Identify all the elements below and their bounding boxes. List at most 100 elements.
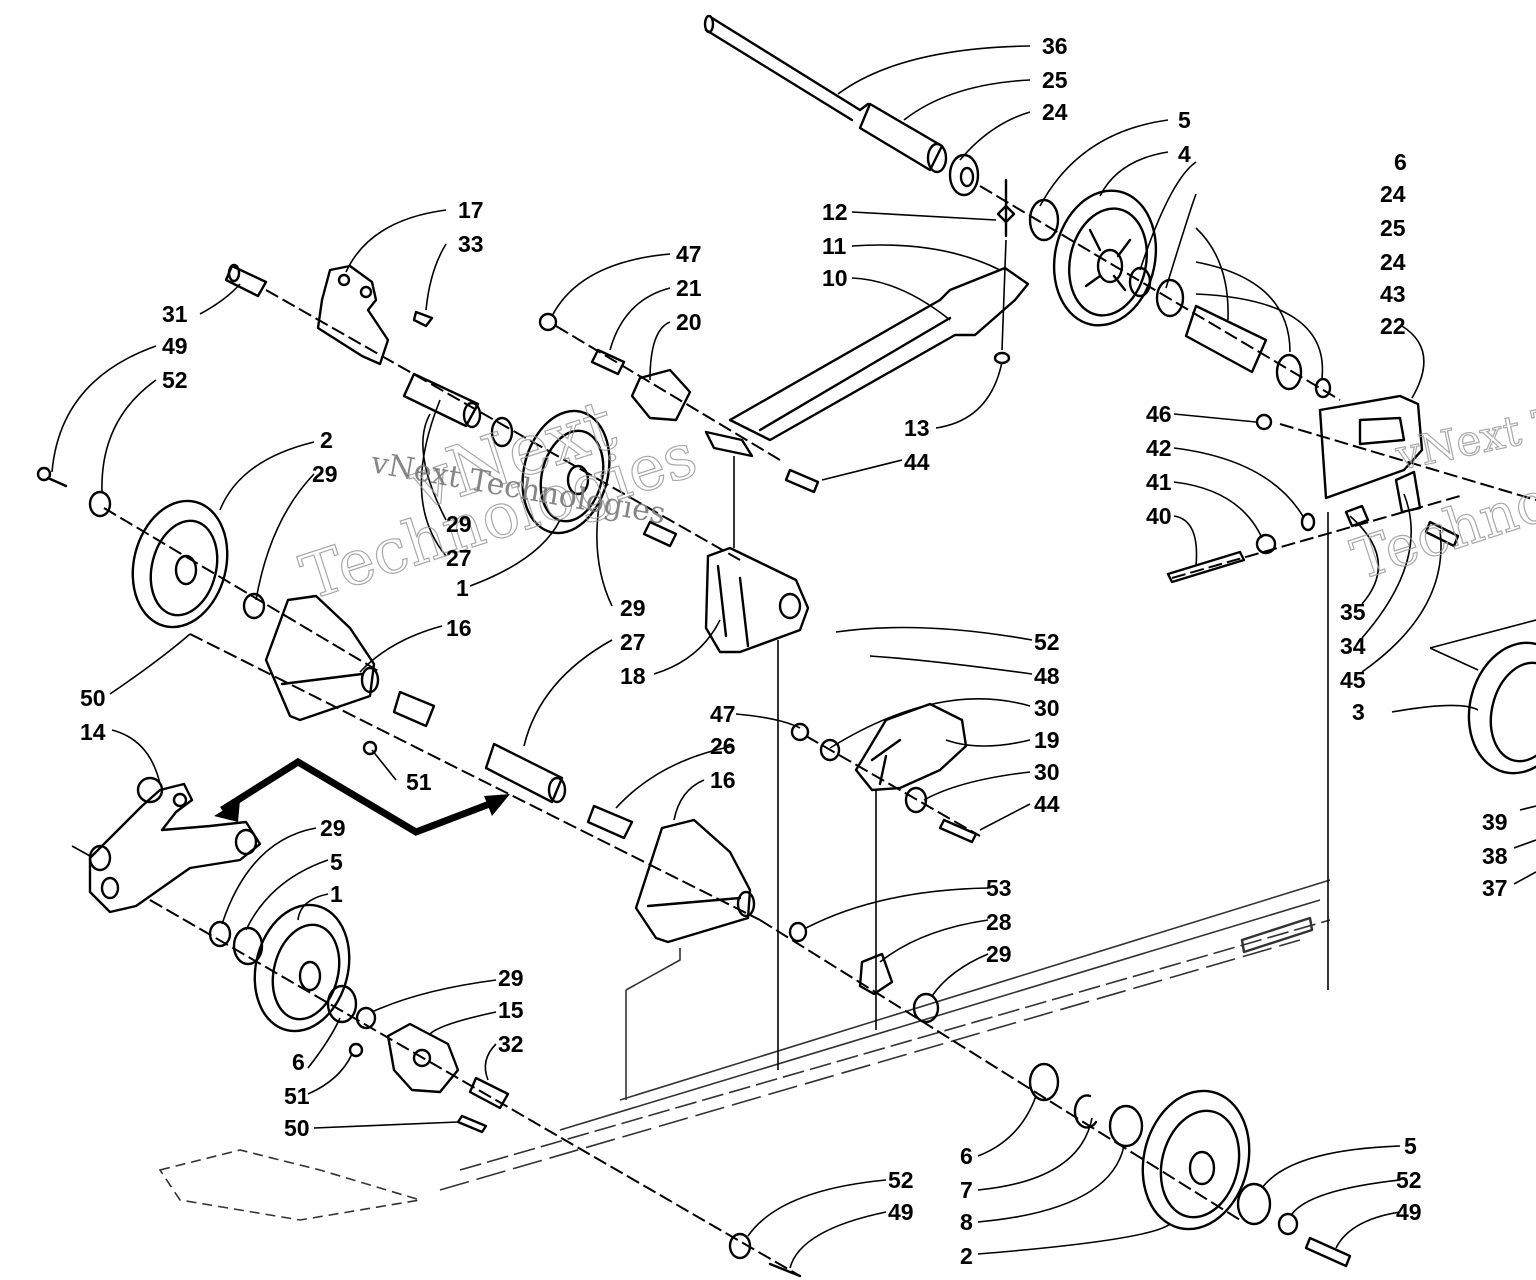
- callout-label: 27: [446, 545, 472, 571]
- callout-label: 28: [986, 909, 1012, 935]
- callout-label: 51: [406, 769, 432, 795]
- wheel-part: [1028, 189, 1332, 399]
- bracket-part: [224, 263, 434, 366]
- callout-label: 44: [1034, 791, 1060, 817]
- callout-label: 45: [1340, 667, 1366, 693]
- callout-label: 5: [330, 849, 343, 875]
- callout-label: 17: [458, 197, 484, 223]
- block-part: [538, 312, 820, 494]
- callout-label: 52: [1396, 1167, 1422, 1193]
- callout-label: 14: [80, 719, 106, 745]
- callout-label: 22: [1380, 313, 1406, 339]
- callout-label: 29: [498, 965, 524, 991]
- callout-label: 52: [888, 1167, 914, 1193]
- callout-label: 29: [986, 941, 1012, 967]
- callout-label: 53: [986, 875, 1012, 901]
- callout-label: 11: [822, 233, 847, 259]
- callout-label: 30: [1034, 695, 1060, 721]
- callout-label: 46: [1146, 401, 1172, 427]
- support-part: [264, 594, 380, 722]
- callout-label: 35: [1340, 599, 1366, 625]
- tube-part: [362, 690, 634, 840]
- callout-label: 26: [710, 733, 736, 759]
- plate-part: [1166, 394, 1536, 990]
- block-part: [348, 1022, 510, 1134]
- wheel-part: [208, 903, 377, 1033]
- callout-label: 7: [960, 1177, 973, 1203]
- callout-label: 33: [458, 231, 484, 257]
- direction-arrow: [214, 757, 510, 836]
- callout-label: 27: [620, 629, 646, 655]
- callout-label: 29: [320, 815, 346, 841]
- callout-labels: 36 25 24 5 4 6 24 25 24 43 22 12 11 10 1…: [80, 33, 1508, 1269]
- bushing-part: [858, 102, 948, 174]
- callout-label: 40: [1146, 503, 1172, 529]
- watermark-text: vNext Te: [1391, 393, 1536, 480]
- callout-label: 16: [710, 767, 736, 793]
- callout-label: 41: [1146, 469, 1172, 495]
- callout-label: 29: [446, 511, 472, 537]
- callout-label: 44: [904, 449, 930, 475]
- callout-label: 30: [1034, 759, 1060, 785]
- watermark-text: Techno: [1344, 469, 1536, 594]
- callout-label: 6: [292, 1049, 305, 1075]
- callout-label: 29: [312, 461, 338, 487]
- callout-label: 49: [1396, 1199, 1422, 1225]
- callout-label: 21: [676, 275, 702, 301]
- washer-part: [948, 153, 980, 197]
- callout-label: 50: [80, 685, 106, 711]
- callout-label: 51: [284, 1083, 310, 1109]
- callout-label: 50: [284, 1115, 310, 1141]
- callout-label: 42: [1146, 435, 1172, 461]
- callout-label: 15: [498, 997, 524, 1023]
- callout-label: 25: [1380, 215, 1406, 241]
- clip-part: [788, 921, 940, 1024]
- callout-label: 38: [1482, 843, 1508, 869]
- tube-part: [402, 372, 514, 448]
- support-part: [634, 818, 756, 944]
- callout-label: 10: [822, 265, 848, 291]
- callout-label: 20: [676, 309, 702, 335]
- callout-label: 49: [888, 1199, 914, 1225]
- callout-label: 52: [162, 367, 188, 393]
- callout-label: 4: [1178, 141, 1191, 167]
- callout-label: 49: [162, 333, 188, 359]
- callout-label: 43: [1380, 281, 1406, 307]
- callout-label: 39: [1482, 809, 1508, 835]
- callout-label: 29: [620, 595, 646, 621]
- arm-part: [71, 776, 262, 914]
- callout-label: 47: [710, 701, 736, 727]
- callout-label: 19: [1034, 727, 1060, 753]
- callout-label: 3: [1352, 699, 1365, 725]
- callout-label: 8: [960, 1209, 973, 1235]
- bracket-part: [704, 456, 810, 1070]
- callout-label: 1: [456, 575, 469, 601]
- washer-part: [728, 1232, 802, 1278]
- arm-part: [704, 266, 1030, 458]
- callout-label: 24: [1380, 249, 1406, 275]
- callout-label: 13: [904, 415, 930, 441]
- callout-label: 16: [446, 615, 472, 641]
- callout-label: 5: [1404, 1133, 1417, 1159]
- callout-label: 1: [330, 881, 343, 907]
- callout-label: 18: [620, 663, 646, 689]
- leader-lines: [51, 45, 1536, 1269]
- callout-label: 48: [1034, 663, 1060, 689]
- callout-label: 32: [498, 1031, 524, 1057]
- shaft-part: [703, 14, 870, 122]
- rail-part: [158, 879, 1331, 1221]
- callout-label: 6: [960, 1143, 973, 1169]
- callout-label: 24: [1042, 99, 1068, 125]
- wheel-part: [1429, 619, 1536, 775]
- wheel-part: [36, 466, 266, 629]
- callout-label: 12: [822, 199, 848, 225]
- callout-label: 5: [1178, 107, 1191, 133]
- pin-part: [642, 520, 678, 548]
- callout-label: 25: [1042, 67, 1068, 93]
- callout-label: 36: [1042, 33, 1068, 59]
- callout-label: 31: [162, 301, 188, 327]
- callout-label: 52: [1034, 629, 1060, 655]
- callout-label: 2: [960, 1243, 973, 1269]
- callout-label: 37: [1482, 875, 1508, 901]
